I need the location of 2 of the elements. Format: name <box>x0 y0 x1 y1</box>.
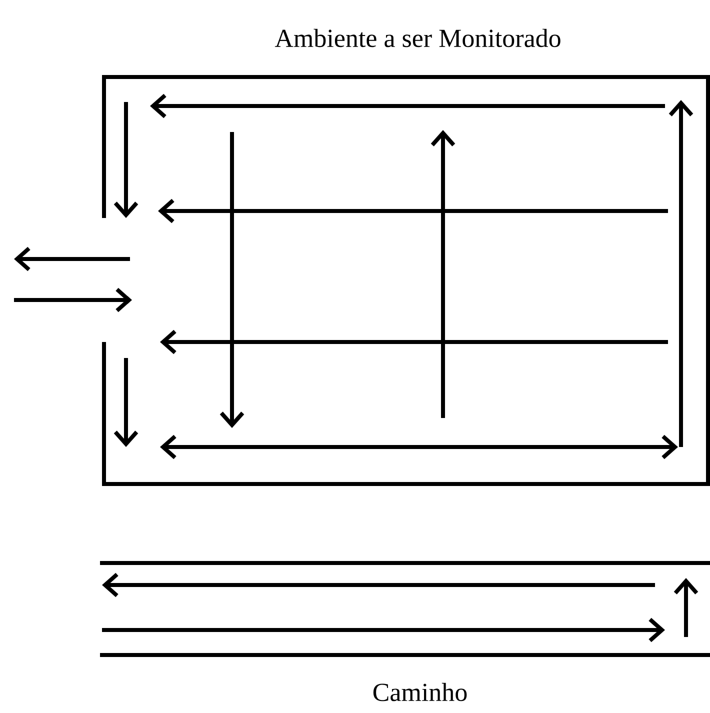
corridor-label: Caminho <box>373 682 467 702</box>
room-title: Ambiente a ser Monitorado <box>274 28 560 48</box>
